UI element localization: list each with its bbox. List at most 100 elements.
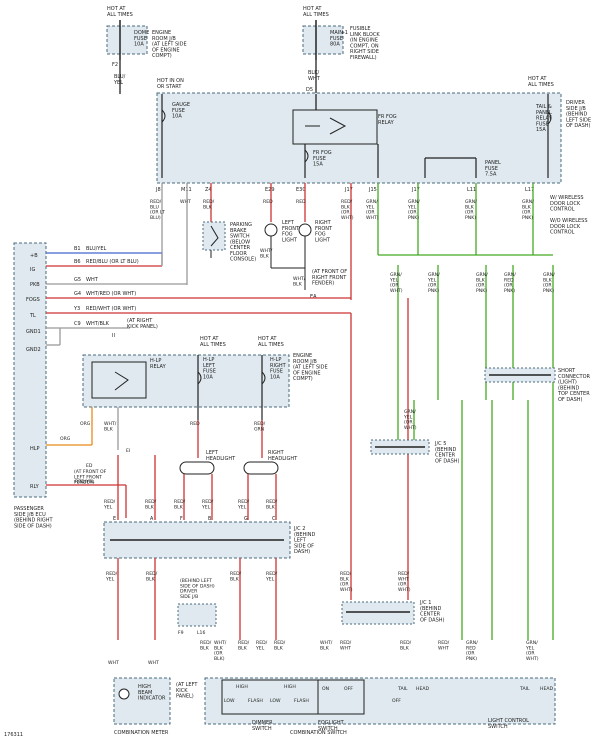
pj-wire-5: WHT/BLK	[86, 321, 110, 327]
passenger-connectors: B1 B6 G5 G4 Y3 C9 BLU/YEL RED/BLU (OR LT…	[46, 246, 351, 346]
mid-wire-0: RED/YEL	[105, 571, 118, 582]
wire-lbl-2: RED/BLK	[203, 199, 215, 210]
dimmer-low: LOW	[224, 698, 235, 704]
ground-ed: ED	[86, 463, 93, 469]
pj-pin-gnd1: GND1	[26, 329, 41, 335]
wire-lbl-4: RED	[296, 199, 306, 205]
tail-lbl-1: TAIL	[519, 686, 530, 692]
jc2-pin-5: C	[272, 516, 276, 522]
pin-e29: E29	[265, 187, 275, 193]
bw-10: RED/WHT	[438, 640, 450, 651]
pj-conn-b6: B6	[74, 259, 81, 265]
hlp-wire-2: RED	[190, 421, 200, 427]
tail-lbl-0: TAIL	[397, 686, 408, 692]
pj-conn-c9: C9	[74, 321, 81, 327]
jc2-pin-1: A	[150, 516, 154, 522]
hlp-wire-labels: ORG WHT/BLK RED RED/GRN ORG RED/YEL ED (…	[60, 421, 266, 486]
pj-pin-tl: TL	[29, 313, 36, 319]
head-lbl-1: HEAD	[540, 686, 553, 692]
pin-l17: L17	[525, 187, 534, 193]
mid-wire-3: RED/YEL	[265, 571, 278, 582]
pj-pin-gnd2: GND2	[26, 347, 41, 353]
fog-ground-id: EA	[310, 294, 317, 300]
pin-j17a: J17	[344, 187, 353, 193]
driver-jb-pins: J8 M11 Z4 E29 E30 J17 J15 J17 L11 L17	[155, 187, 534, 193]
dimmer-flash2: FLASH	[294, 698, 309, 704]
jc2-pin-3: B	[208, 516, 211, 522]
pj-pin-b: +B	[30, 253, 38, 259]
dimmer-high: HIGH	[236, 684, 248, 690]
pj-conn-y3: Y3	[73, 306, 80, 312]
pj-conn-b1: B1	[74, 246, 81, 252]
driver-jb-wires	[161, 183, 534, 300]
pin-l11: L11	[467, 187, 476, 193]
pj-pin-rly: RLY	[30, 484, 40, 490]
pin-z4: Z4	[205, 187, 212, 193]
hlp-wire-1: WHT/BLK	[104, 421, 117, 432]
mid-wires	[117, 298, 409, 640]
off-lbl: OFF	[392, 698, 401, 704]
combination-meter-label: COMBINATION METER	[114, 730, 169, 736]
combination-switch-label: COMBINATION SWITCH	[290, 730, 347, 736]
pj-wire-3: WHT/RED (OR WHT)	[86, 291, 136, 297]
pj-pin-ig: IG	[30, 267, 35, 273]
hlp-wire-0: ORG	[80, 421, 91, 427]
mid-wire-1: RED/BLK	[146, 571, 158, 582]
jc2-pin-2: F	[180, 516, 183, 522]
fog-off: OFF	[344, 686, 353, 692]
hlp-rly-wire: RED/YEL	[75, 479, 95, 485]
mid-pin-f9: F9	[178, 630, 184, 636]
main-wire-label: BLK/WHT	[308, 70, 321, 82]
bw-2: RED/BLK	[200, 640, 212, 651]
bw-8: RED/WHT	[340, 640, 352, 651]
bw-7: WHT/BLK	[320, 640, 333, 651]
footer-code: 176311	[4, 732, 23, 738]
pj-ground-id: II	[112, 333, 115, 339]
passenger-jb: +B IG PKB FOGS TL GND1 GND2 HLP RLY PASS…	[13, 242, 54, 529]
pj-pin-hlp: HLP	[30, 446, 40, 452]
